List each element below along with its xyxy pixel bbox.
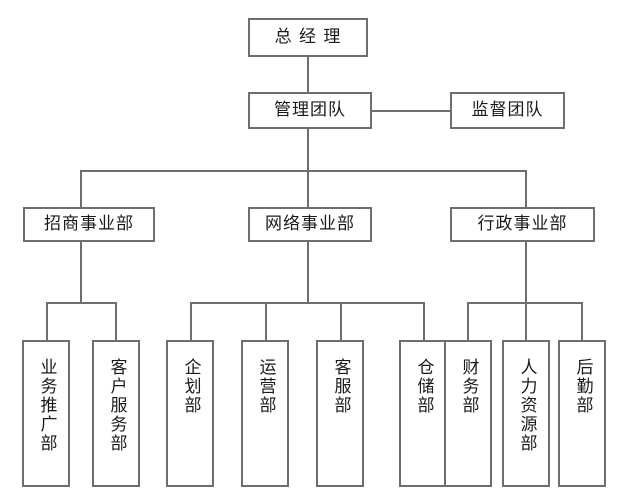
- connector-bus-to-network: [307, 170, 309, 207]
- node-supervision-team[interactable]: 监督团队: [450, 92, 565, 129]
- connector-network-bus: [190, 302, 425, 304]
- node-dept-finance[interactable]: 财务部: [444, 340, 492, 487]
- connector-admin-to-hr: [525, 302, 527, 340]
- node-dept-biz-promotion[interactable]: 业务推广部: [22, 340, 70, 487]
- connector-network-to-warehouse: [423, 302, 425, 340]
- connector-bus-to-admin: [525, 170, 527, 207]
- connector-management-to-supervision: [372, 110, 450, 112]
- connector-management-drop: [307, 129, 309, 171]
- node-dept-human-resources[interactable]: 人力资源部: [502, 340, 550, 487]
- node-dept-customer-service[interactable]: 客户服务部: [92, 340, 140, 487]
- connector-network-drop: [307, 241, 309, 303]
- connector-admin-drop: [525, 241, 527, 303]
- connector-ceo-to-management: [307, 57, 309, 93]
- node-management-team[interactable]: 管理团队: [248, 92, 372, 129]
- node-division-network[interactable]: 网络事业部: [248, 207, 372, 242]
- node-division-admin[interactable]: 行政事业部: [450, 207, 595, 242]
- node-division-invest[interactable]: 招商事业部: [23, 207, 155, 242]
- node-dept-operations[interactable]: 运营部: [241, 340, 289, 487]
- connector-invest-drop: [80, 241, 82, 303]
- connector-network-to-operations: [265, 302, 267, 340]
- node-dept-warehouse[interactable]: 仓储部: [399, 340, 447, 487]
- connector-admin-to-finance: [467, 302, 469, 340]
- node-ceo[interactable]: 总 经 理: [248, 18, 368, 57]
- node-dept-planning[interactable]: 企划部: [166, 340, 214, 487]
- node-dept-support[interactable]: 客服部: [316, 340, 364, 487]
- connector-admin-to-logistics: [581, 302, 583, 340]
- connector-network-to-planning: [190, 302, 192, 340]
- connector-invest-bus: [46, 302, 117, 304]
- connector-invest-to-bizpromo: [46, 302, 48, 340]
- connector-division-bus: [80, 170, 526, 172]
- node-dept-logistics[interactable]: 后勤部: [558, 340, 606, 487]
- connector-invest-to-customersvc: [115, 302, 117, 340]
- connector-network-to-support: [340, 302, 342, 340]
- connector-bus-to-invest: [80, 170, 82, 207]
